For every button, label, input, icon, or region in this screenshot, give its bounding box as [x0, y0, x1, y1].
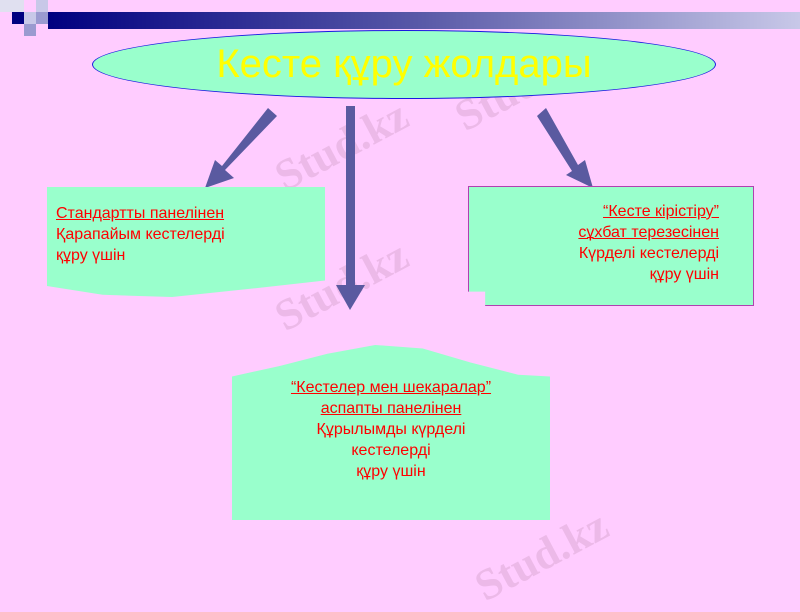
bottom-box-line: кестелерді [351, 442, 431, 459]
decor-square [0, 0, 24, 12]
decor-square [12, 12, 24, 24]
slide-title: Кесте құру жолдары [216, 42, 592, 86]
bottom-box-line: аспапты панелінен [320, 400, 462, 417]
right-box-line: құру үшін [649, 266, 719, 283]
title-bar-decoration [48, 12, 800, 29]
left-box: Стандартты панелінен Қарапайым кестелерд… [47, 187, 325, 297]
decor-square [36, 0, 48, 12]
bottom-box-line: Құрылымды күрделі [316, 421, 466, 438]
arrow-left [205, 108, 277, 188]
right-box-line: Күрделі кестелерді [578, 245, 719, 262]
bottom-box: “Кестелер мен шекаралар” аспапты панелін… [232, 345, 550, 520]
bottom-box-line: құру үшін [356, 463, 426, 480]
left-box-line: Қарапайым кестелерді [56, 226, 225, 243]
decor-square [24, 24, 36, 36]
left-box-line: Стандартты панелінен [56, 205, 225, 222]
right-box: “Кесте кірістіру” сұхбат терезесінен Күр… [468, 186, 754, 306]
bottom-box-line: “Кестелер мен шекаралар” [290, 379, 492, 396]
arrow-down [336, 106, 365, 310]
right-box-line: сұхбат терезесінен [578, 224, 719, 241]
decor-square [24, 12, 36, 24]
right-box-line: “Кесте кірістіру” [603, 203, 719, 220]
decor-square [36, 12, 48, 24]
title-ellipse: Кесте құру жолдары [92, 30, 716, 99]
left-box-line: құру үшін [56, 247, 126, 264]
arrow-right [537, 108, 593, 188]
